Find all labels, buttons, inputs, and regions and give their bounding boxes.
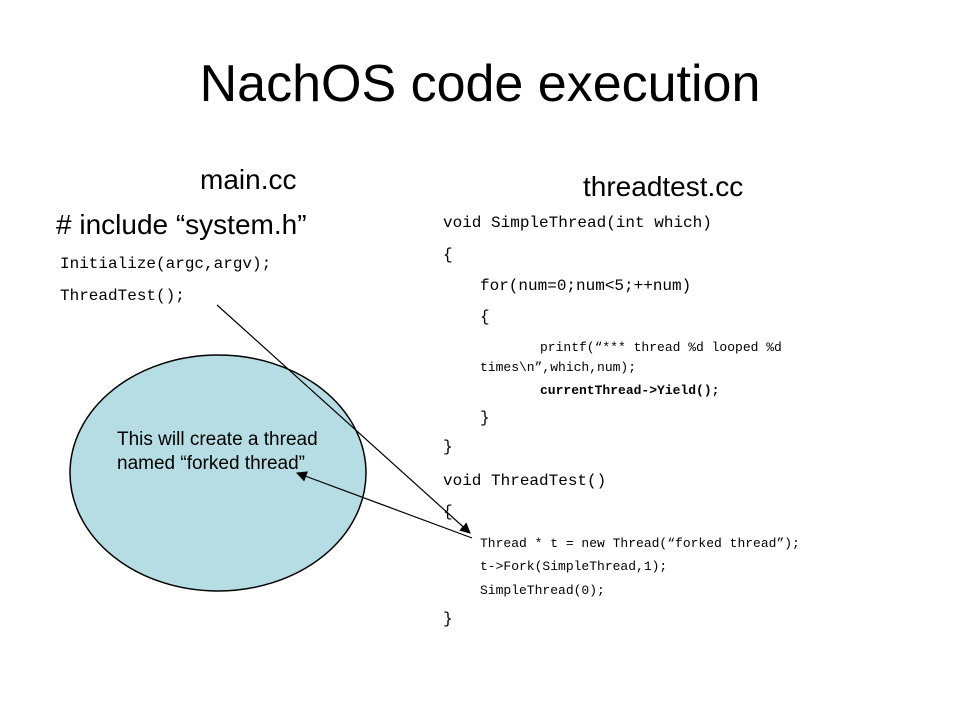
code-line: Thread * t = new Thread(“forked thread”)… <box>480 536 800 551</box>
code-line: void SimpleThread(int which) <box>443 214 712 232</box>
slide-title: NachOS code execution <box>199 55 761 113</box>
code-line-threadtest-call: ThreadTest(); <box>60 287 185 305</box>
threadtest-cc-heading: threadtest.cc <box>583 171 744 202</box>
code-line: { <box>480 308 490 326</box>
forked-thread-arrow <box>295 471 473 539</box>
code-line: void ThreadTest() <box>443 472 607 490</box>
callout-ellipse <box>69 354 367 592</box>
code-line: SimpleThread(0); <box>480 583 605 598</box>
main-cc-heading: main.cc <box>200 164 297 195</box>
code-line: currentThread->Yield(); <box>540 383 720 398</box>
code-line: } <box>480 409 490 427</box>
include-line: # include “system.h” <box>56 209 307 240</box>
code-line: t->Fork(SimpleThread,1); <box>480 559 668 574</box>
code-line: { <box>443 503 453 521</box>
code-line: times\n”,which,num); <box>480 360 637 375</box>
threadtest-call-arrow <box>216 304 471 534</box>
code-line: } <box>443 438 453 456</box>
code-line: for(num=0;num<5;++num) <box>480 277 692 295</box>
code-line: { <box>443 246 453 264</box>
code-line: printf(“*** thread %d looped %d <box>540 340 782 355</box>
code-line: } <box>443 610 453 628</box>
callout-text: This will create a thread named “forked … <box>117 429 318 474</box>
code-line-initialize: Initialize(argc,argv); <box>60 255 272 273</box>
